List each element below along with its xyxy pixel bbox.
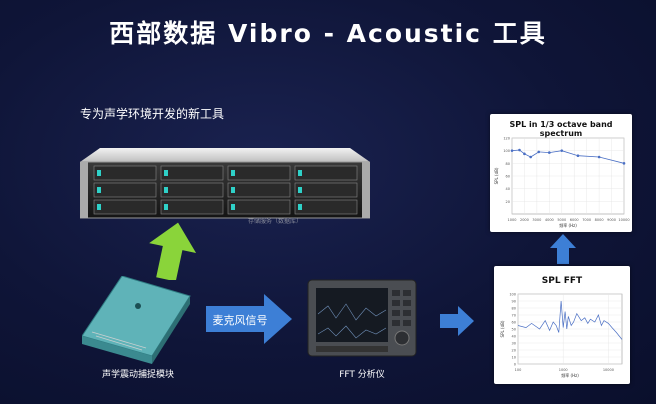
x-axis-label: 频率 (Hz) <box>559 222 577 228</box>
x-tick-label: 100 <box>515 368 522 372</box>
data-point <box>537 150 541 154</box>
x-tick-label: 1000 <box>559 368 568 372</box>
octave-chart-title: SPL in 1/3 octave band spectrum <box>509 120 613 138</box>
module-caption: 声学震动捕捉模块 <box>101 370 174 380</box>
analyzer-caption: FFT 分析仪 <box>339 370 385 380</box>
y-tick-label: 40 <box>506 187 510 191</box>
drive-bay <box>160 182 224 198</box>
storage-server-image <box>80 148 370 219</box>
y-tick-label: 60 <box>512 321 516 325</box>
y-tick-label: 120 <box>503 137 510 141</box>
x-tick-label: 6000 <box>570 218 579 222</box>
drive-led <box>298 204 302 210</box>
page-title: 西部数据 Vibro - Acoustic 工具 <box>109 19 547 48</box>
acoustic-module-image <box>82 276 191 364</box>
drive-led <box>231 204 235 210</box>
fft-chart-title: SPL FFT <box>541 276 583 286</box>
x-tick-label: 7000 <box>582 218 591 222</box>
drive-led <box>97 204 101 210</box>
drive-led <box>231 187 235 193</box>
y-tick-label: 10 <box>512 356 516 360</box>
x-tick-label: 10000 <box>618 218 629 222</box>
data-point <box>622 162 626 165</box>
drive-led <box>164 170 168 176</box>
series-line <box>511 149 625 164</box>
x-tick-label: 8000 <box>595 218 604 222</box>
y-tick-label: 80 <box>506 162 510 166</box>
fft-analyzer-image <box>307 279 417 357</box>
drive-bay <box>93 165 157 181</box>
y-tick-label: 40 <box>512 335 516 339</box>
drive-led <box>231 170 235 176</box>
drive-led <box>97 170 101 176</box>
drive-bay <box>93 182 157 198</box>
drive-bay <box>294 165 358 181</box>
server-label: 存储服务（数据库） <box>248 218 303 225</box>
drive-led <box>97 187 101 193</box>
up-arrow-icon <box>149 222 196 280</box>
x-tick-label: 1000 <box>508 218 517 222</box>
y-tick-label: 20 <box>512 349 516 353</box>
y-tick-label: 60 <box>506 175 510 179</box>
right-arrow-icon <box>206 294 292 344</box>
y-tick-label: 20 <box>506 200 510 204</box>
y-tick-label: 80 <box>512 307 516 311</box>
y-tick-label: 50 <box>512 328 516 332</box>
drive-led <box>164 204 168 210</box>
mic-signal-label: 麦克风信号 <box>212 314 268 327</box>
y-tick-label: 90 <box>512 300 516 304</box>
x-tick-label: 2000 <box>520 218 529 222</box>
x-tick-label: 9000 <box>607 218 616 222</box>
drive-bay <box>160 165 224 181</box>
data-point <box>576 154 580 158</box>
x-tick-label: 5000 <box>557 218 566 222</box>
fft-chart-panel: SPL FFT 0 10 20 30 40 50 60 70 80 90 100 100 1000 100… <box>494 266 630 384</box>
y-tick-label: 0 <box>514 363 516 367</box>
y-tick-label: 30 <box>512 342 516 346</box>
y-axis-label: SPL (dB) <box>500 320 505 337</box>
drive-bay <box>227 165 291 181</box>
series-line <box>517 300 623 340</box>
octave-chart-panel: SPL in 1/3 octave band spectrum 20 40 60 80… <box>490 114 632 232</box>
x-tick-label: 3000 <box>532 218 541 222</box>
data-point <box>523 152 526 156</box>
data-point <box>597 155 601 159</box>
fft-chart: 0 10 20 30 40 50 60 70 80 90 100 100 1000 10000 频率 (Hz… <box>500 293 623 378</box>
x-axis-label: 频率 (Hz) <box>561 372 579 378</box>
drive-bay <box>227 182 291 198</box>
drive-bay <box>160 199 224 215</box>
data-point <box>560 149 564 152</box>
y-tick-label: 100 <box>503 149 510 153</box>
right-arrow-small-icon <box>440 306 474 336</box>
data-point <box>529 155 532 159</box>
subtitle: 专为声学环境开发的新工具 <box>80 107 225 121</box>
drive-bay <box>93 199 157 215</box>
y-axis-label: SPL (dB) <box>494 167 499 184</box>
data-point <box>510 149 514 152</box>
x-tick-label: 10000 <box>603 368 614 372</box>
drive-led <box>298 187 302 193</box>
drive-bay <box>294 182 358 198</box>
data-point <box>518 148 521 152</box>
up-arrow-small-icon <box>550 234 576 264</box>
drive-led <box>298 170 302 176</box>
drive-led <box>164 187 168 193</box>
data-point <box>548 151 551 154</box>
drive-bay <box>294 199 358 215</box>
drive-bay <box>227 199 291 215</box>
y-tick-label: 100 <box>509 293 516 297</box>
y-tick-label: 70 <box>512 314 516 318</box>
x-tick-label: 4000 <box>545 218 554 222</box>
